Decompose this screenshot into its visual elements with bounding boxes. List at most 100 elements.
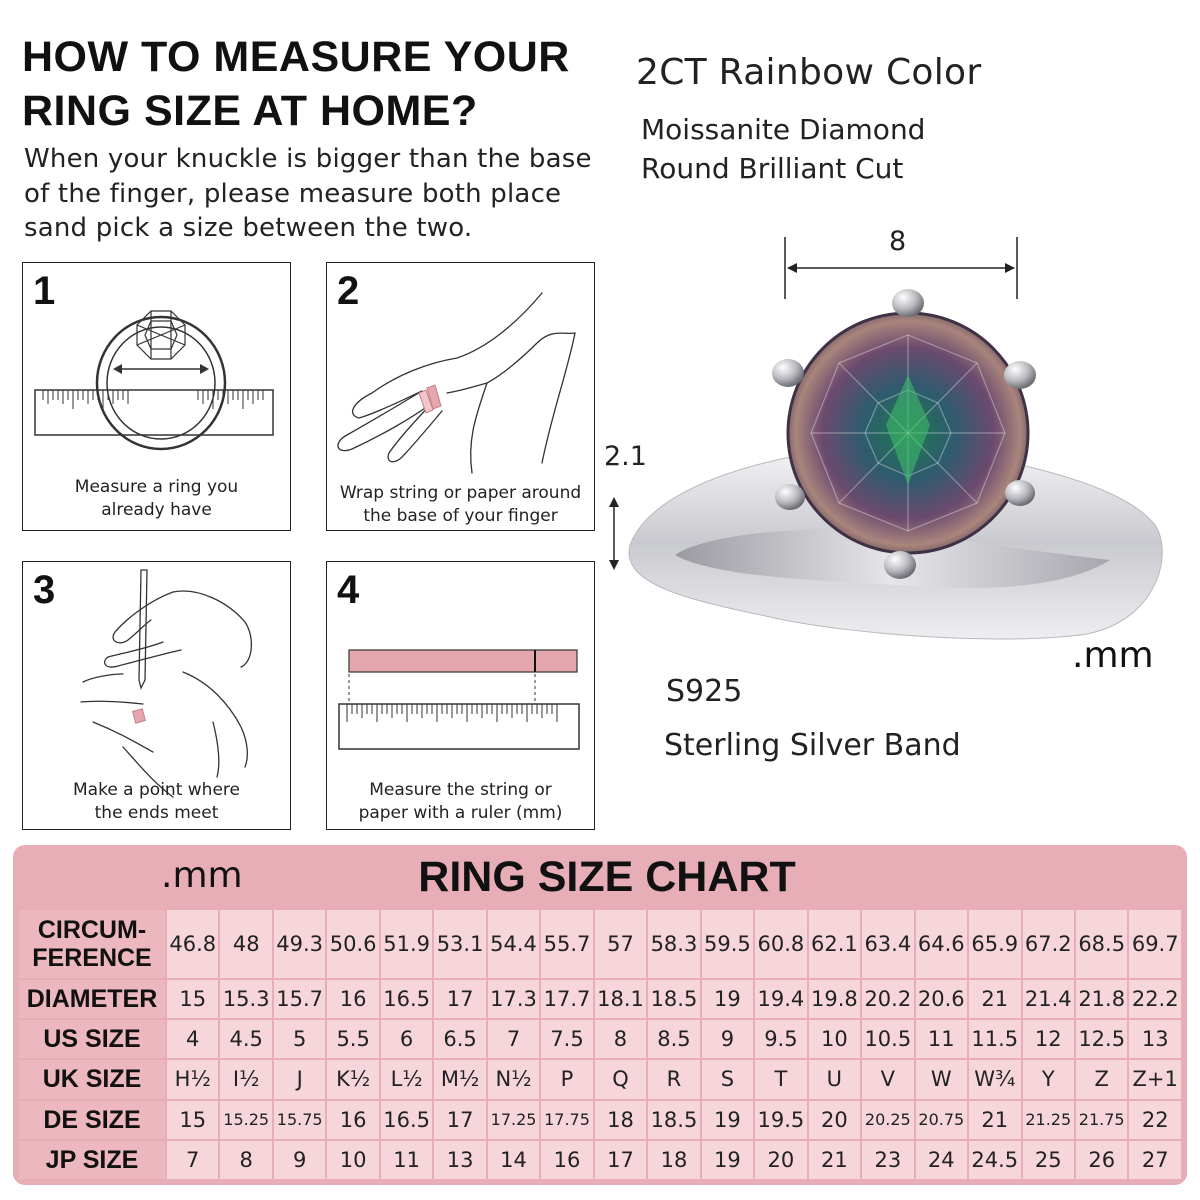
table-cell: 17.75 [541,1100,593,1139]
string-on-ruler-illustration [338,649,580,750]
table-cell: 58.3 [648,910,700,978]
table-cell: 20.6 [915,980,968,1019]
dimension-unit: .mm [1072,635,1154,676]
table-cell: 19.4 [755,980,807,1019]
table-cell: 22.2 [1129,980,1181,1019]
table-cell: 46.8 [167,910,219,978]
row-header: DE SIZE [19,1100,165,1139]
ring-on-ruler-illustration [34,310,274,451]
table-cell: 17.7 [541,980,593,1019]
step-caption: Make a point where the ends meet [73,780,240,823]
table-cell: W¾ [969,1060,1021,1099]
table-cell: 4 [167,1020,219,1059]
table-cell: 21.25 [1022,1100,1074,1139]
table-cell: 20 [808,1100,861,1139]
table-cell: 21.75 [1075,1100,1128,1139]
table-cell: 26 [1075,1140,1128,1179]
ring-illustration [609,237,1163,640]
table-cell: K½ [327,1060,379,1099]
table-cell: 9 [273,1140,326,1179]
table-cell: 18.5 [648,980,700,1019]
table-cell: 17 [434,980,486,1019]
table-cell: Q [594,1060,647,1099]
band-label: Sterling Silver Band [664,728,961,763]
table-cell: 62.1 [808,910,861,978]
guide-intro: When your knuckle is bigger than the bas… [24,144,592,243]
table-cell: 14 [487,1140,540,1179]
guide-title: HOW TO MEASURE YOUR RING SIZE AT HOME? [22,33,570,135]
table-cell: 8 [220,1140,272,1179]
table-cell: 20 [755,1140,807,1179]
table-cell: 5 [273,1020,326,1059]
table-cell: R [648,1060,700,1099]
step-number: 1 [33,269,56,313]
table-cell: 11.5 [969,1020,1021,1059]
table-cell: 69.7 [1129,910,1181,978]
table-cell: 10.5 [862,1020,914,1059]
table-cell: 68.5 [1075,910,1128,978]
table-cell: 20.25 [862,1100,914,1139]
table-cell: H½ [167,1060,219,1099]
table-cell: U [808,1060,861,1099]
step-caption: Measure the string or paper with a ruler… [358,780,563,823]
table-cell: 6.5 [434,1020,486,1059]
table-cell: 7 [487,1020,540,1059]
table-cell: 16.5 [380,1100,433,1139]
step-3-panel: 3 Make a point where the ends meet [22,561,291,830]
table-cell: 53.1 [434,910,486,978]
table-cell: 24.5 [969,1140,1021,1179]
table-cell: 12.5 [1075,1020,1128,1059]
table-cell: 12 [1022,1020,1074,1059]
table-cell: 21 [969,980,1021,1019]
table-cell: 48 [220,910,272,978]
table-cell: M½ [434,1060,486,1099]
row-header: CIRCUM- FERENCE [19,910,165,978]
table-cell: P [541,1060,593,1099]
table-cell: 6 [380,1020,433,1059]
table-cell: I½ [220,1060,272,1099]
table-cell: 18.1 [594,980,647,1019]
table-cell: 27 [1129,1140,1181,1179]
table-cell: 16 [327,1100,379,1139]
table-cell: 15 [167,1100,219,1139]
table-cell: 17.3 [487,980,540,1019]
step-2-panel: 2 Wrap string or paper around the base o… [326,262,595,531]
table-cell: 15.7 [273,980,326,1019]
table-cell: 11 [380,1140,433,1179]
step-number: 2 [337,269,360,313]
table-cell: 13 [434,1140,486,1179]
table-cell: J [273,1060,326,1099]
table-cell: 64.6 [915,910,968,978]
table-cell: 21 [808,1140,861,1179]
table-cell: 15.25 [220,1100,272,1139]
step-1-panel: 1 Measure a ring [22,262,291,531]
table-cell: 8 [594,1020,647,1059]
table-cell: 7.5 [541,1020,593,1059]
table-cell: 4.5 [220,1020,272,1059]
row-header: JP SIZE [19,1140,165,1179]
table-cell: 5.5 [327,1020,379,1059]
table-cell: 55.7 [541,910,593,978]
table-cell: 16 [541,1140,593,1179]
table-cell: 18.5 [648,1100,700,1139]
table-cell: 24 [915,1140,968,1179]
table-cell: 19 [701,1140,754,1179]
table-cell: 49.3 [273,910,326,978]
table-cell: 21.4 [1022,980,1074,1019]
row-header: US SIZE [19,1020,165,1059]
height-dimension-label: 2.1 [604,441,647,472]
step-number: 4 [337,568,360,612]
table-cell: 60.8 [755,910,807,978]
table-cell: 54.4 [487,910,540,978]
table-cell: 10 [808,1020,861,1059]
table-cell: 18 [594,1100,647,1139]
table-cell: 23 [862,1140,914,1179]
table-cell: 57 [594,910,647,978]
table-cell: 9.5 [755,1020,807,1059]
